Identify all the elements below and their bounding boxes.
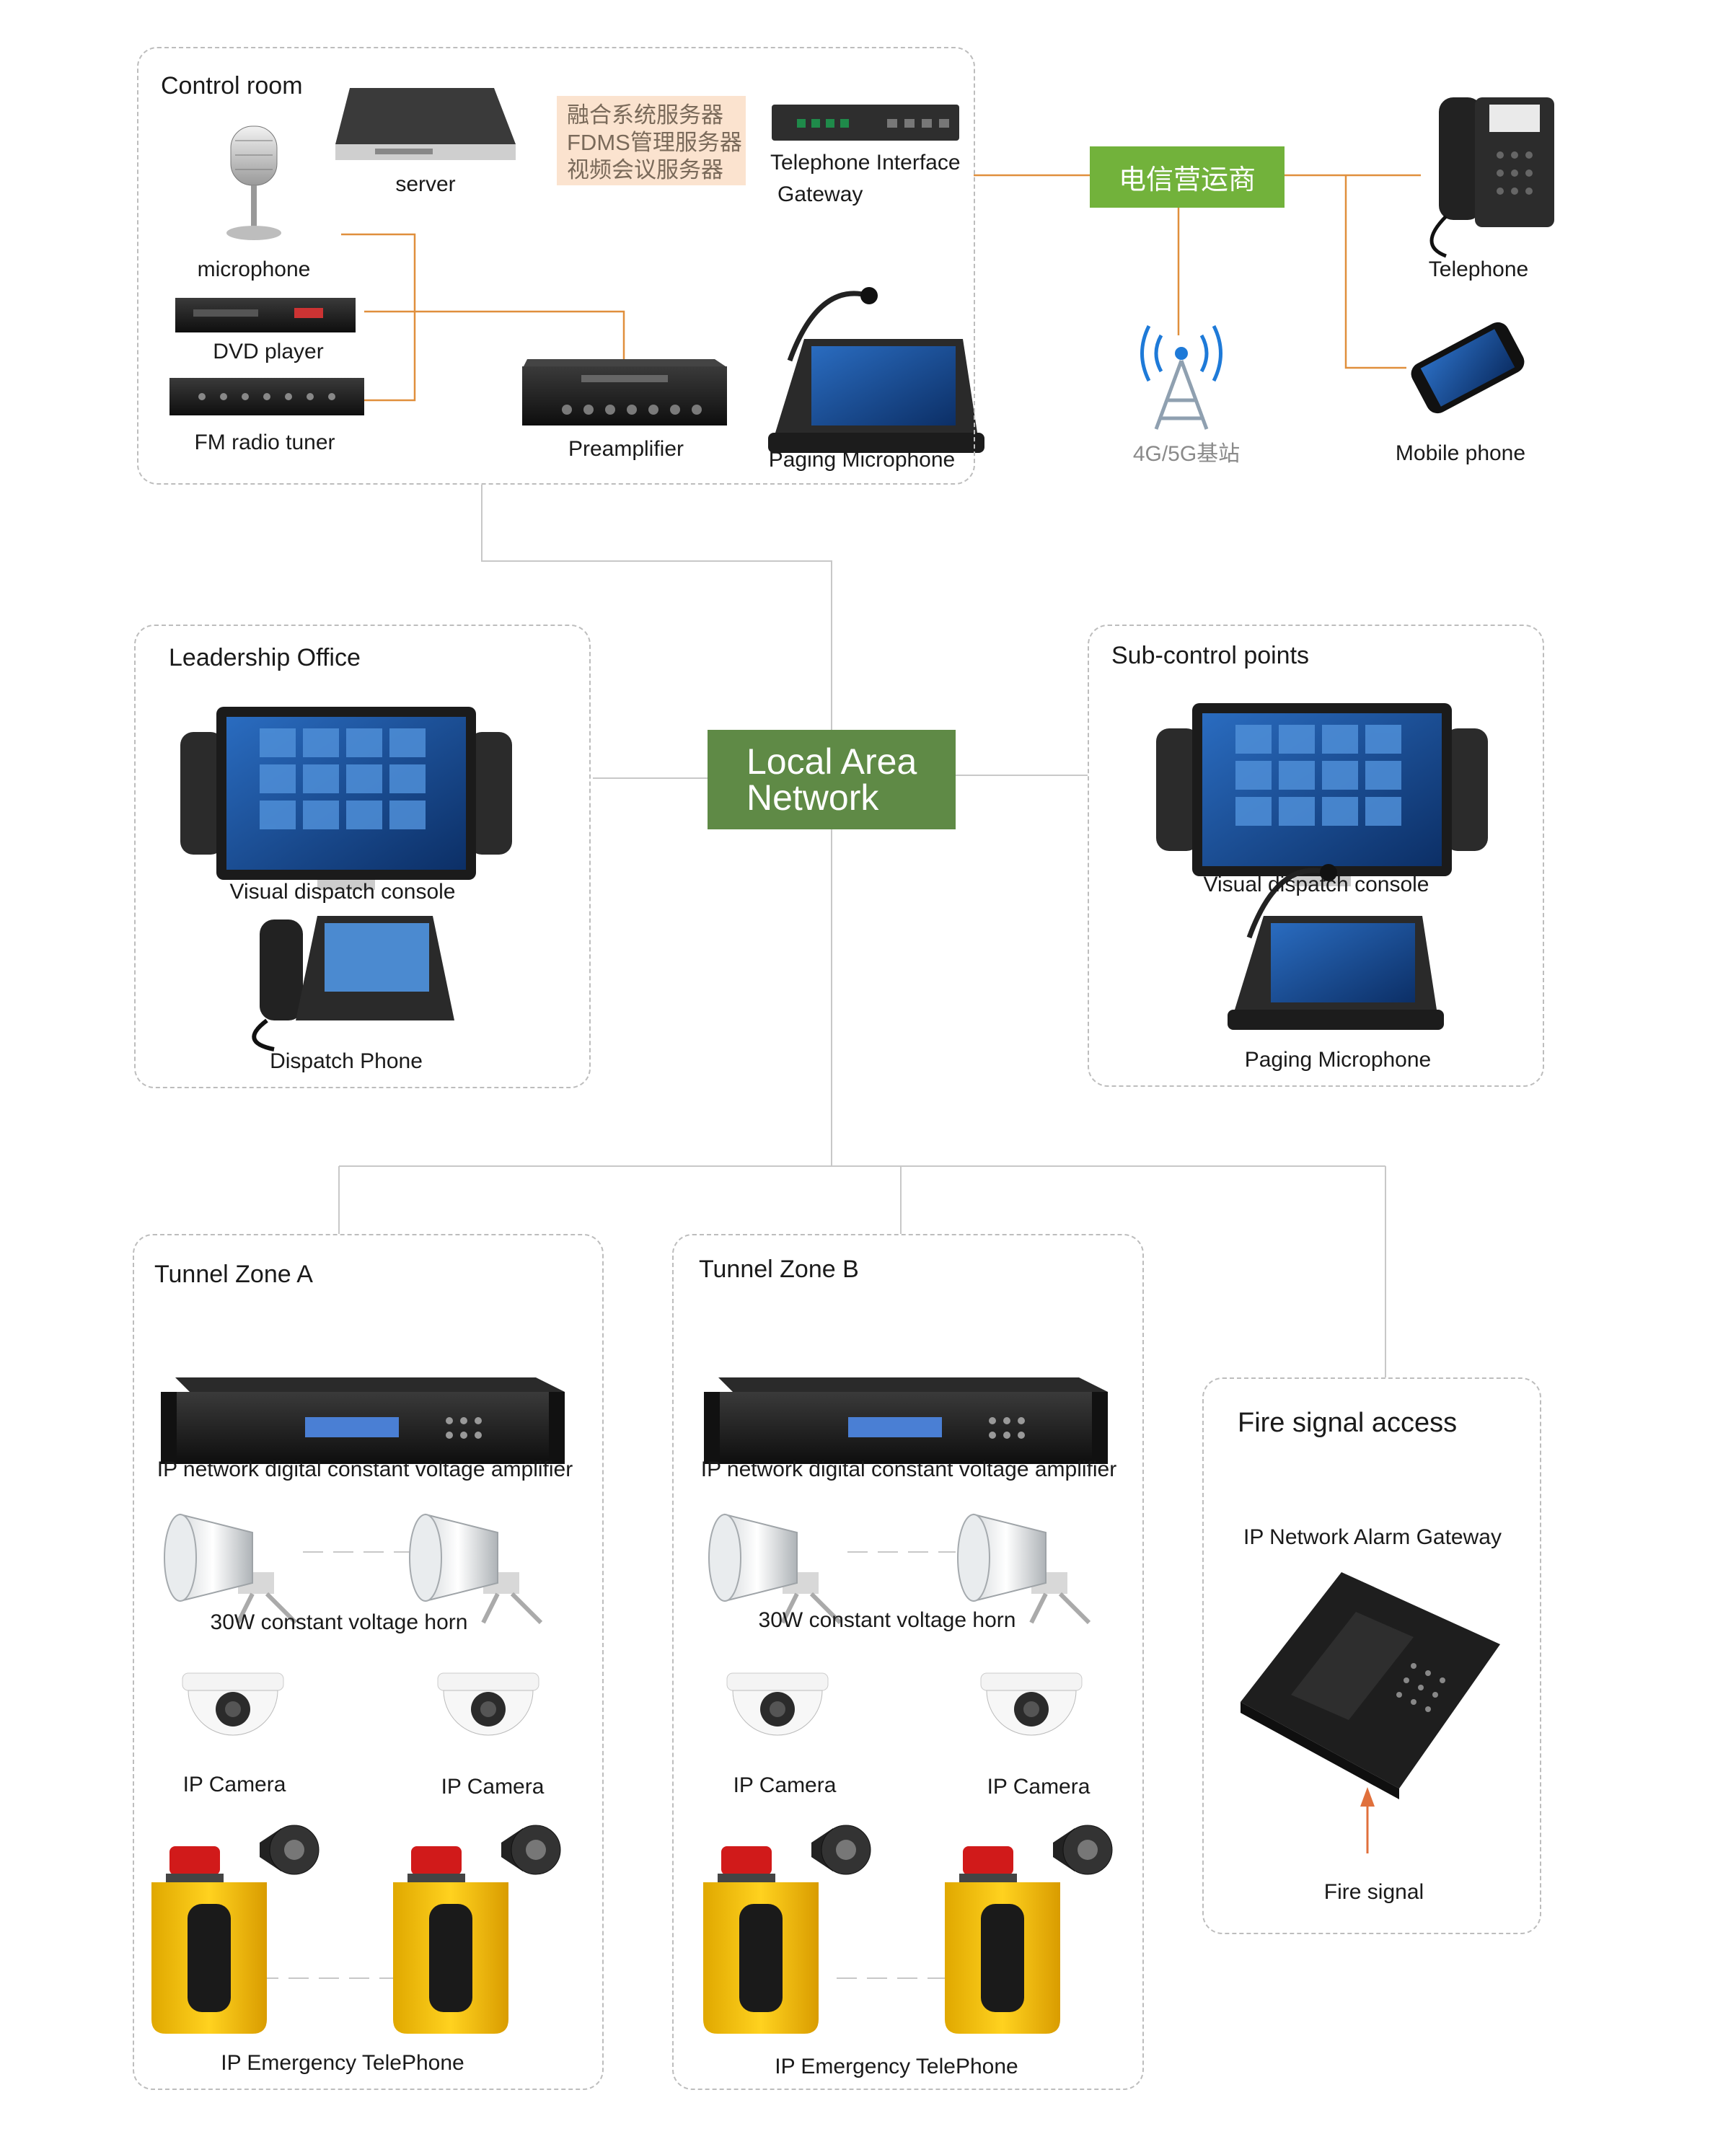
audio-lines: [341, 174, 1421, 402]
zone-b-emergency-label: IP Emergency TelePhone: [775, 2055, 1018, 2078]
server-roles-box: 融合系统服务器 FDMS管理服务器 视频会议服务器: [557, 96, 746, 185]
zone-b-amplifier-label: IP network digital constant voltage ampl…: [700, 1458, 1117, 1481]
tunnel-zone-b: [672, 1234, 1144, 2090]
zone-a-emergency-label: IP Emergency TelePhone: [221, 2051, 464, 2075]
network-lines: [258, 485, 1386, 1979]
server-role-1: 融合系统服务器: [567, 102, 723, 128]
dispatch-phone-icon: [252, 916, 454, 1051]
mobile-phone-icon: [1411, 322, 1525, 414]
zone-a-camera1-label: IP Camera: [182, 1773, 286, 1796]
fire-gateway-label: IP Network Alarm Gateway: [1243, 1525, 1502, 1549]
server-icon: [335, 88, 516, 160]
paging-mic-label: Paging Microphone: [768, 448, 956, 472]
leadership-office-title: Leadership Office: [169, 644, 361, 671]
fire-signal-arrow: [1360, 1787, 1375, 1853]
zone-a-amplifier-label: IP network digital constant voltage ampl…: [157, 1458, 573, 1481]
tunnel-zone-a: [133, 1234, 604, 2090]
fm-tuner-icon: [169, 378, 364, 415]
microphone-icon: [226, 125, 281, 240]
sub-control-title: Sub-control points: [1111, 642, 1310, 669]
zone-a-horn-label: 30W constant voltage horn: [210, 1610, 468, 1634]
preamp-label: Preamplifier: [568, 437, 684, 461]
dvd-label: DVD player: [213, 340, 324, 363]
alarm-gateway-icon: [1241, 1572, 1500, 1799]
zone-a-camera2-label: IP Camera: [441, 1775, 545, 1799]
fire-title: Fire signal access: [1238, 1408, 1458, 1438]
fire-signal-zone: [1202, 1377, 1541, 1934]
preamplifier-icon: [522, 359, 727, 425]
server-label: server: [395, 172, 456, 196]
leadership-office-zone: [134, 625, 591, 1088]
control-room-title: Control room: [161, 72, 303, 100]
zone-a-title: Tunnel Zone A: [154, 1261, 313, 1288]
gateway-label-line2: Gateway: [777, 182, 863, 206]
lan-line2: Network: [746, 777, 879, 818]
control-room-zone: [137, 47, 975, 485]
sub-control-zone: [1088, 625, 1544, 1087]
telephone-label: Telephone: [1428, 257, 1529, 281]
dvd-player-icon: [175, 298, 356, 332]
gateway-icon: [772, 105, 959, 141]
cell-tower-icon: [1140, 325, 1222, 430]
gateway-label-line1: Telephone Interface: [770, 151, 961, 175]
carrier-box: 电信营运商: [1090, 146, 1285, 208]
lan-box: Local Area Network: [708, 730, 956, 829]
server-role-2: FDMS管理服务器: [567, 130, 742, 155]
mobile-label: Mobile phone: [1395, 441, 1526, 465]
fm-label: FM radio tuner: [194, 431, 335, 454]
dispatch-phone-label: Dispatch Phone: [270, 1049, 423, 1073]
sub-console-label: Visual dispatch console: [1203, 873, 1429, 896]
carrier-label: 电信营运商: [1118, 165, 1256, 195]
sub-paging-label: Paging Microphone: [1244, 1048, 1432, 1072]
leadership-console-label: Visual dispatch console: [229, 880, 456, 904]
fire-signal-label: Fire signal: [1323, 1880, 1424, 1904]
microphone-label: microphone: [197, 257, 311, 281]
zone-b-camera1-label: IP Camera: [733, 1773, 837, 1797]
zone-b-camera2-label: IP Camera: [987, 1775, 1090, 1799]
desk-telephone-icon: [1429, 97, 1554, 258]
zone-b-horn-label: 30W constant voltage horn: [758, 1608, 1016, 1632]
zone-b-title: Tunnel Zone B: [699, 1256, 859, 1283]
tower-label: 4G/5G基站: [1132, 442, 1241, 466]
lan-line1: Local Area: [746, 741, 917, 782]
server-role-3: 视频会议服务器: [567, 157, 723, 182]
